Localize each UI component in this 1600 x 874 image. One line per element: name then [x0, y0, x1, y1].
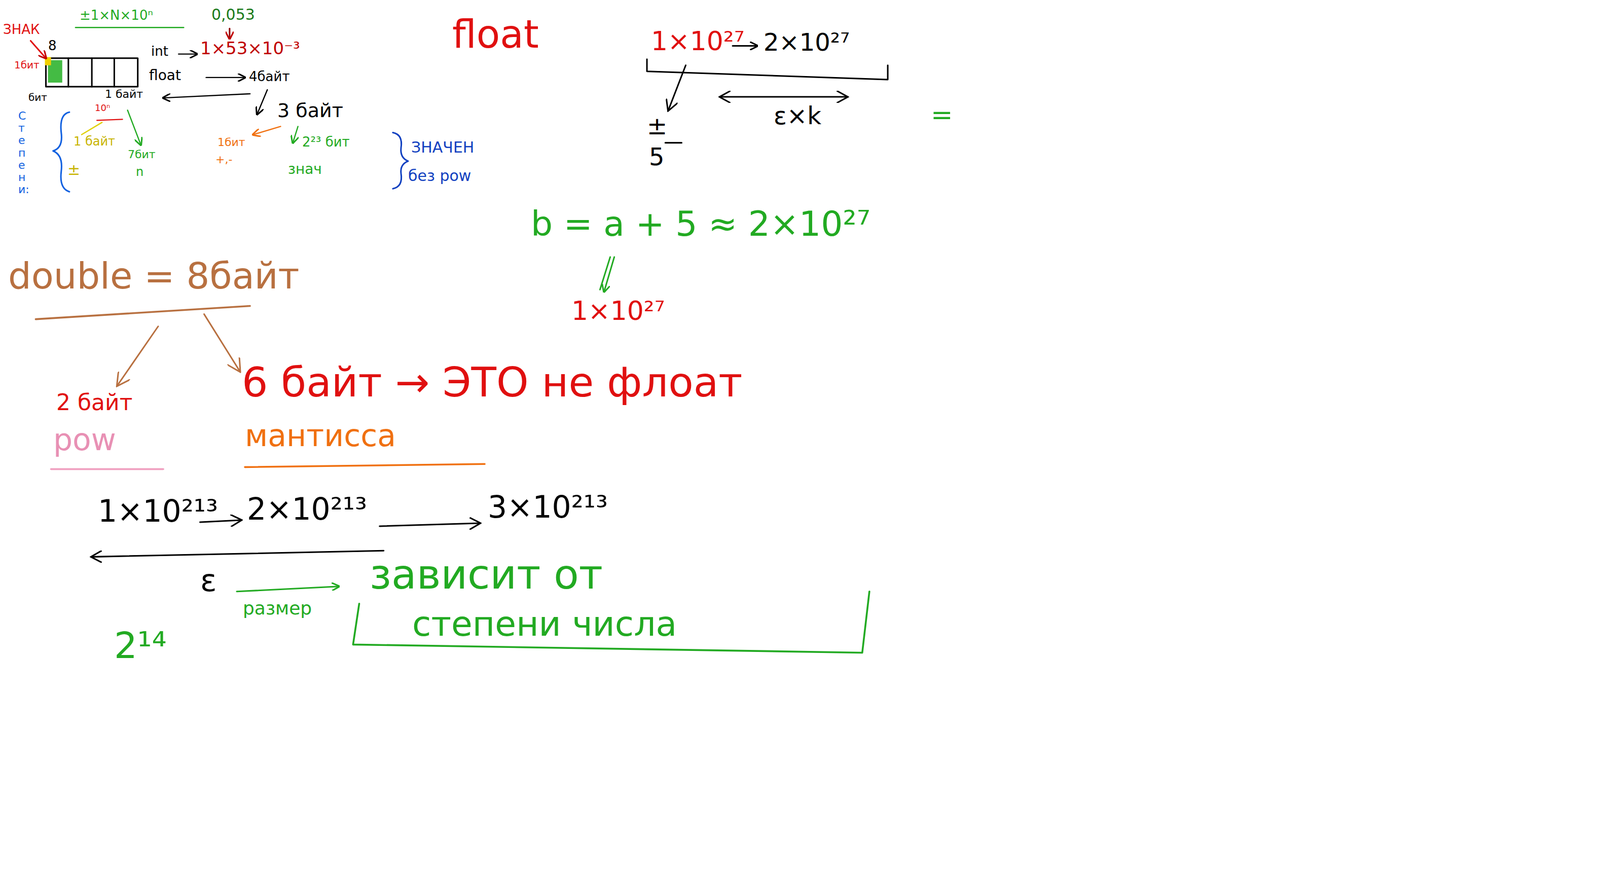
sketch-stroke: [178, 53, 197, 55]
sketch-stroke: [163, 93, 250, 98]
handwritten-note: ±1×N×10ⁿ: [79, 8, 154, 24]
handwritten-note: без pow: [408, 167, 471, 186]
sketch-stroke: [46, 58, 138, 87]
sketch-stroke: [252, 126, 281, 135]
sketch-stroke: [67, 58, 69, 87]
sketch-stroke: [379, 523, 480, 527]
sketch-stroke: [236, 586, 339, 592]
handwritten-note: pow: [53, 422, 117, 458]
handwritten-note: ЗНАЧЕН: [411, 138, 475, 157]
sketch-stroke: [352, 591, 869, 653]
handwritten-note: 1×10²⁷: [571, 296, 666, 327]
handwritten-note: 3 байт: [277, 99, 344, 123]
handwritten-note: float: [149, 67, 181, 84]
handwritten-note: +,-: [215, 153, 233, 166]
sketch-stroke: [204, 314, 240, 372]
handwritten-note: ε×k: [773, 101, 822, 130]
sketch-stroke: [51, 468, 164, 471]
handwritten-note: 5: [648, 142, 665, 171]
sketch-stroke: [127, 110, 141, 145]
handwritten-note: 6 байт → ЭТО не флоат: [241, 358, 743, 407]
sketch-stroke: [293, 126, 299, 143]
handwritten-note: b = a + 5 ≈ 2×10²⁷: [530, 204, 871, 244]
handwritten-note: 1×10²⁷: [650, 26, 745, 57]
handwritten-note: 10ⁿ: [94, 102, 111, 114]
handwritten-note: ±: [646, 112, 668, 140]
handwritten-note: 1×53×10⁻³: [200, 38, 301, 59]
sketch-stroke: [392, 132, 409, 190]
sketch-stroke: [206, 77, 245, 79]
handwritten-note: 1 байт: [73, 134, 116, 150]
handwritten-note: double = 8байт: [8, 255, 300, 298]
handwritten-note: =: [930, 99, 954, 131]
sketch-stroke: [668, 65, 686, 111]
handwritten-note: 2¹⁴: [114, 624, 167, 667]
sketch-stroke: [720, 96, 848, 98]
handwritten-note: бит: [28, 91, 48, 104]
handwritten-note: 2²³ бит: [302, 134, 350, 151]
sketch-stroke: [228, 28, 231, 39]
handwritten-note: 1бит: [217, 135, 246, 149]
handwritten-note: ЗНАК: [3, 22, 40, 38]
handwritten-note: ±: [67, 161, 81, 179]
sketch-stroke: [117, 326, 159, 386]
handwritten-note: float: [452, 12, 539, 57]
handwritten-note: мантисса: [244, 418, 396, 454]
handwritten-note: 7бит: [127, 148, 156, 161]
handwritten-note: 1×10²¹³: [97, 493, 218, 529]
sketch-stroke: [600, 257, 611, 290]
handwritten-note: зависит от: [369, 551, 603, 599]
handwritten-note: размер: [242, 597, 312, 619]
sketch-stroke: [244, 463, 485, 467]
handwritten-note: 2×10²¹³: [246, 491, 368, 527]
handwritten-note: 4байт: [248, 69, 290, 85]
sketch-stroke: [96, 119, 123, 121]
sketch-stroke: [75, 26, 184, 28]
sketch-stroke: [30, 40, 46, 58]
handwritten-note: ε: [200, 563, 217, 599]
handwritten-note: 2×10²⁷: [763, 28, 850, 57]
handwritten-note: n: [135, 165, 144, 180]
sketch-stroke: [91, 550, 384, 557]
handwritten-note: 1бит: [14, 59, 40, 71]
sketch-stroke: [646, 59, 888, 80]
sketch-stroke: [113, 58, 116, 87]
handwritten-note: 1 байт: [104, 87, 143, 101]
handwritten-note: знач: [287, 161, 322, 178]
handwritten-note: Степени:: [18, 110, 30, 196]
handwritten-note: 2 байт: [56, 389, 133, 416]
sketch-stroke: [53, 112, 70, 192]
sketch-stroke: [35, 306, 250, 320]
sketch-stroke: [81, 122, 102, 135]
sketch-stroke: [665, 141, 682, 144]
handwritten-note: 8: [48, 38, 57, 54]
sketch-stroke: [91, 58, 93, 87]
handwritten-note: 0,053: [211, 6, 256, 24]
handwritten-note: int: [151, 44, 169, 60]
handwritten-note: степени числа: [412, 604, 677, 644]
handwritten-note: 3×10²¹³: [487, 489, 608, 525]
sketch-stroke: [257, 89, 268, 115]
